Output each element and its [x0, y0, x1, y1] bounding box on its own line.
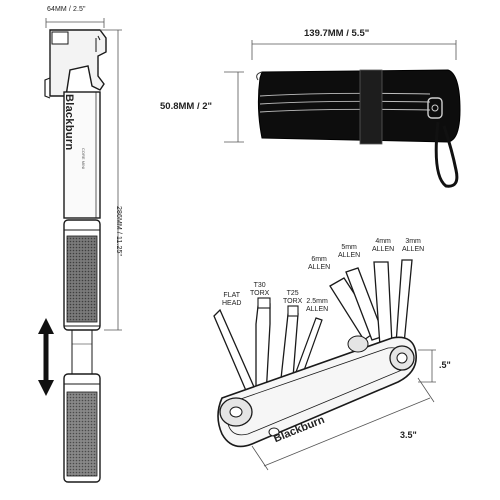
double-arrow-icon	[38, 318, 54, 396]
multitool-length-label: 3.5"	[400, 430, 417, 440]
pump-brand-logo: Blackburn	[63, 94, 75, 151]
roll-height-label: 50.8MM / 2"	[160, 101, 213, 112]
roll-width-dimension	[251, 40, 457, 60]
pump-extended-illustration	[63, 330, 101, 483]
pump-width-dimension	[45, 18, 105, 28]
pump-width-label: 64MM / 2.5"	[47, 6, 86, 13]
roll-width-label: 139.7MM / 5.5"	[304, 28, 370, 39]
pump-length-dimension	[100, 29, 122, 331]
roll-height-dimension	[224, 71, 244, 143]
multitool-thickness-dimension	[418, 349, 436, 383]
pump-illustration	[44, 18, 122, 331]
multitool-thickness-label: .5"	[439, 360, 451, 370]
multitool-illustration	[213, 259, 436, 471]
pump-model-text: CORE MINI	[81, 148, 86, 170]
multitool-length-dimension	[251, 377, 435, 471]
pump-length-label: 286MM / 11.25"	[115, 206, 122, 257]
tool-roll-illustration	[224, 40, 461, 188]
